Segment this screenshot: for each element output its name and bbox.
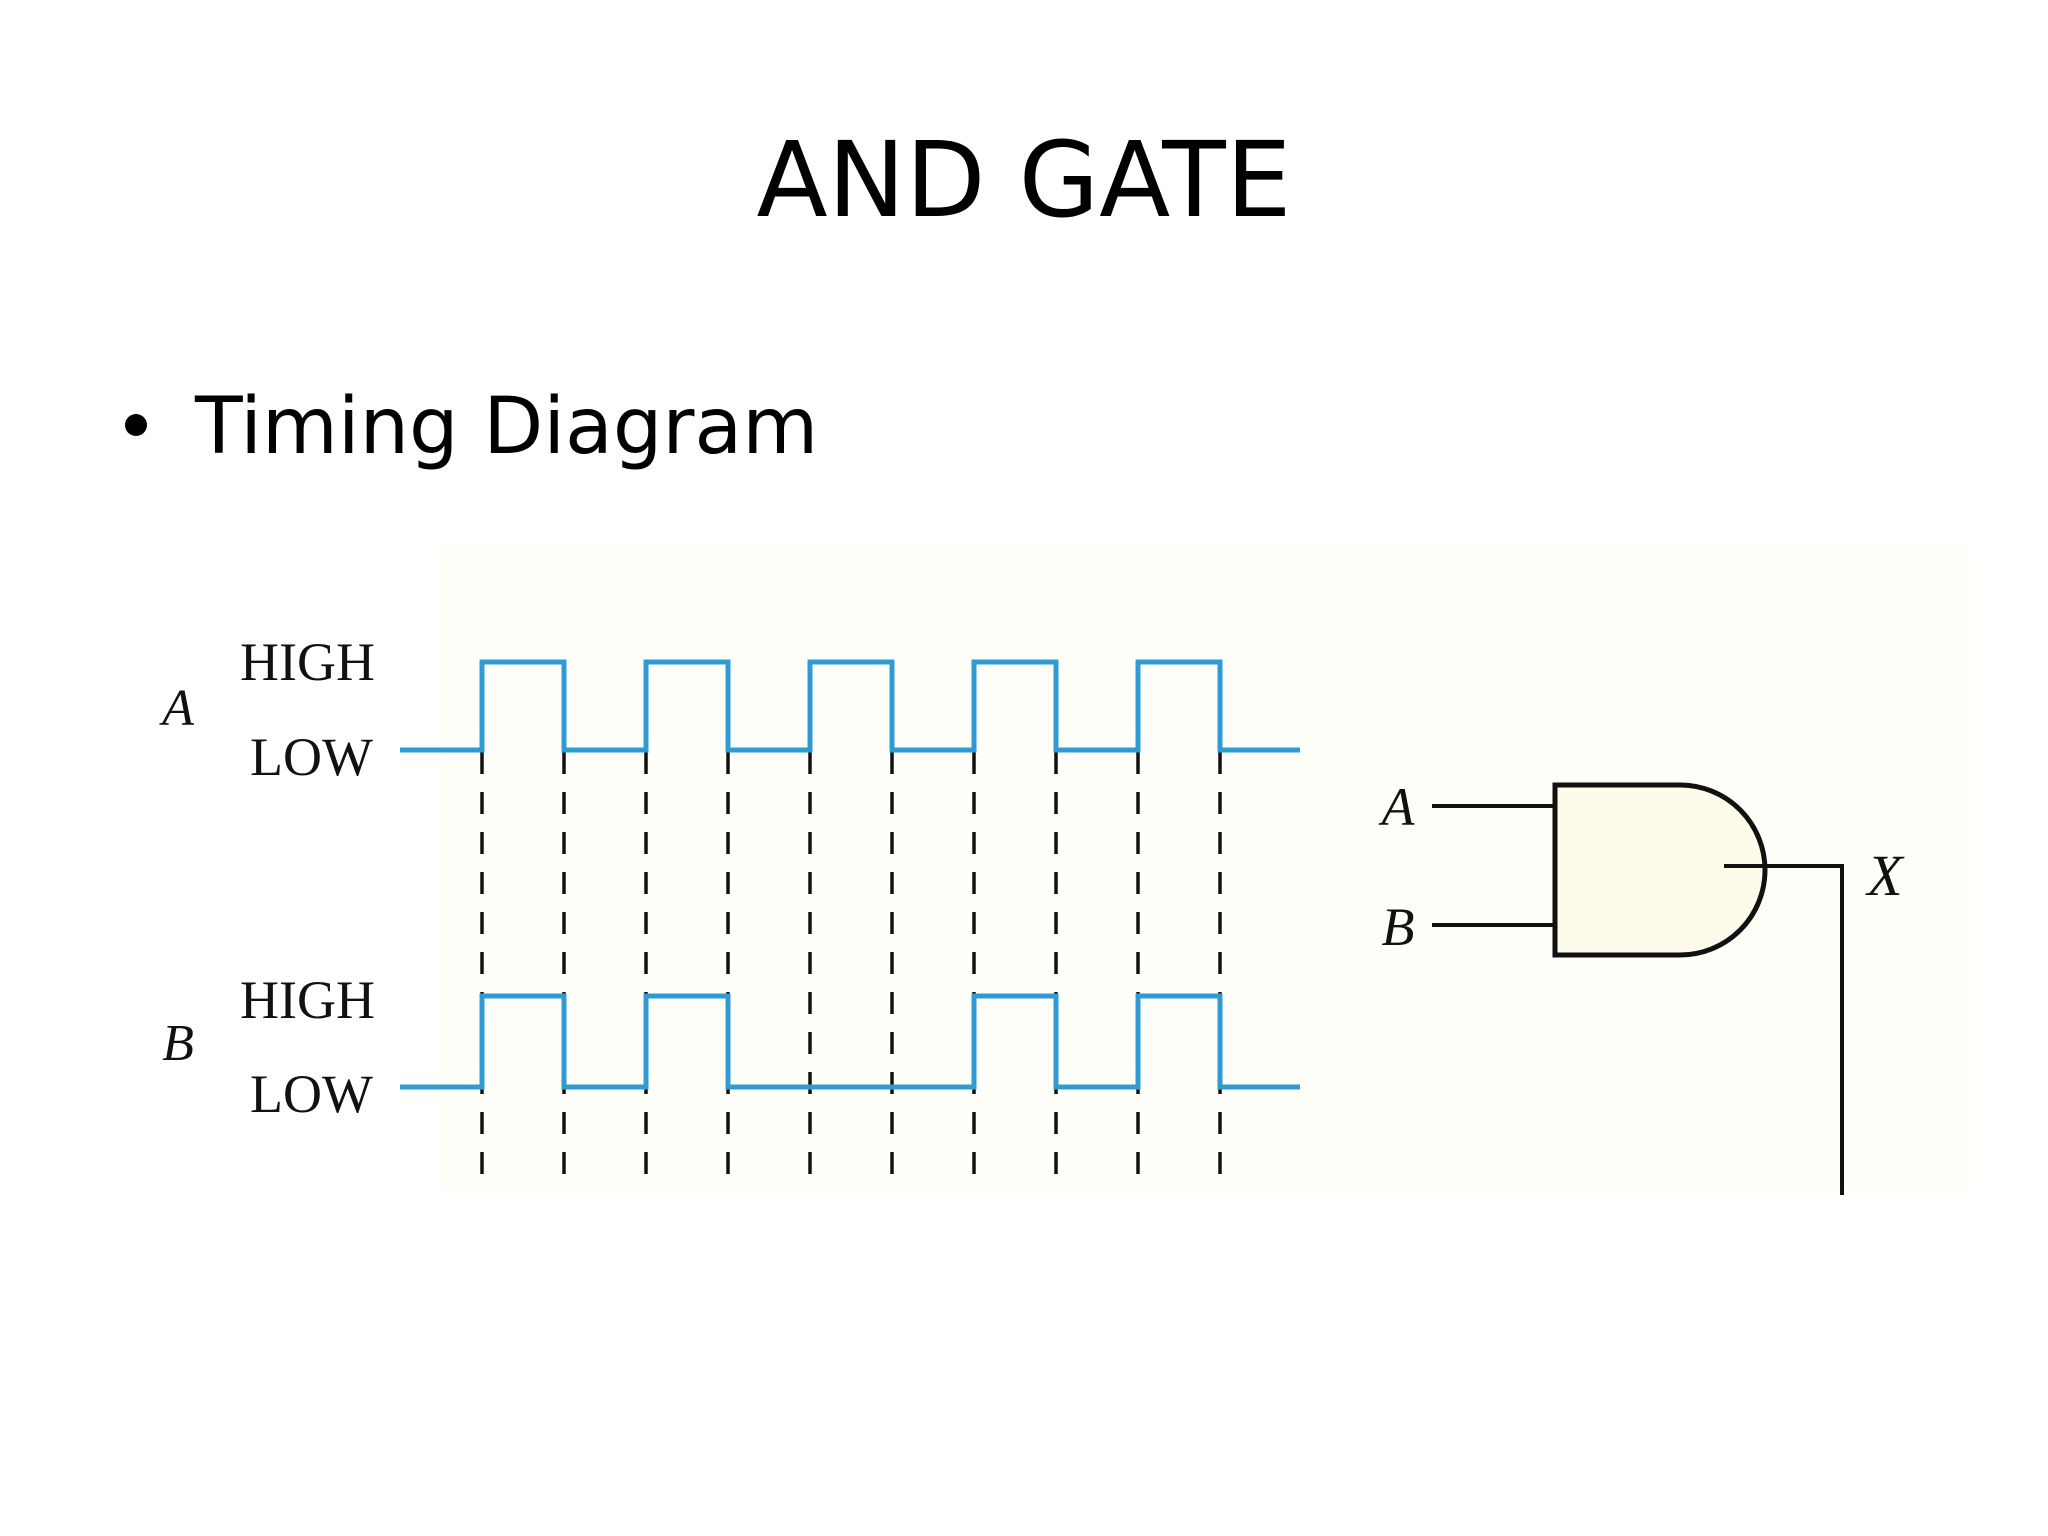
signal-b-low-label: LOW: [250, 1064, 373, 1124]
gate-input-b-label: B: [1382, 897, 1415, 957]
gate-output-label: X: [1865, 843, 1905, 908]
and-gate-symbol: A B X: [1379, 777, 1905, 1195]
signal-b-high-label: HIGH: [240, 970, 375, 1030]
waveform-b: [400, 993, 1300, 1090]
slide-title: AND GATE: [756, 119, 1292, 241]
gate-input-a-label: A: [1379, 777, 1416, 837]
and-gate-body: [1552, 782, 1768, 958]
signal-a-high-label: HIGH: [240, 632, 375, 692]
bullet-dot-icon: [125, 414, 147, 436]
timing-guides: [480, 752, 1222, 1190]
signal-a-low-label: LOW: [250, 727, 373, 787]
gate-output-line: [1724, 864, 1844, 1195]
bullet-text: Timing Diagram: [195, 382, 819, 472]
signal-a-name: A: [159, 680, 194, 737]
bullet-item: Timing Diagram: [125, 388, 818, 466]
waveform-a: [400, 659, 1300, 753]
signal-b-name: B: [162, 1015, 194, 1072]
